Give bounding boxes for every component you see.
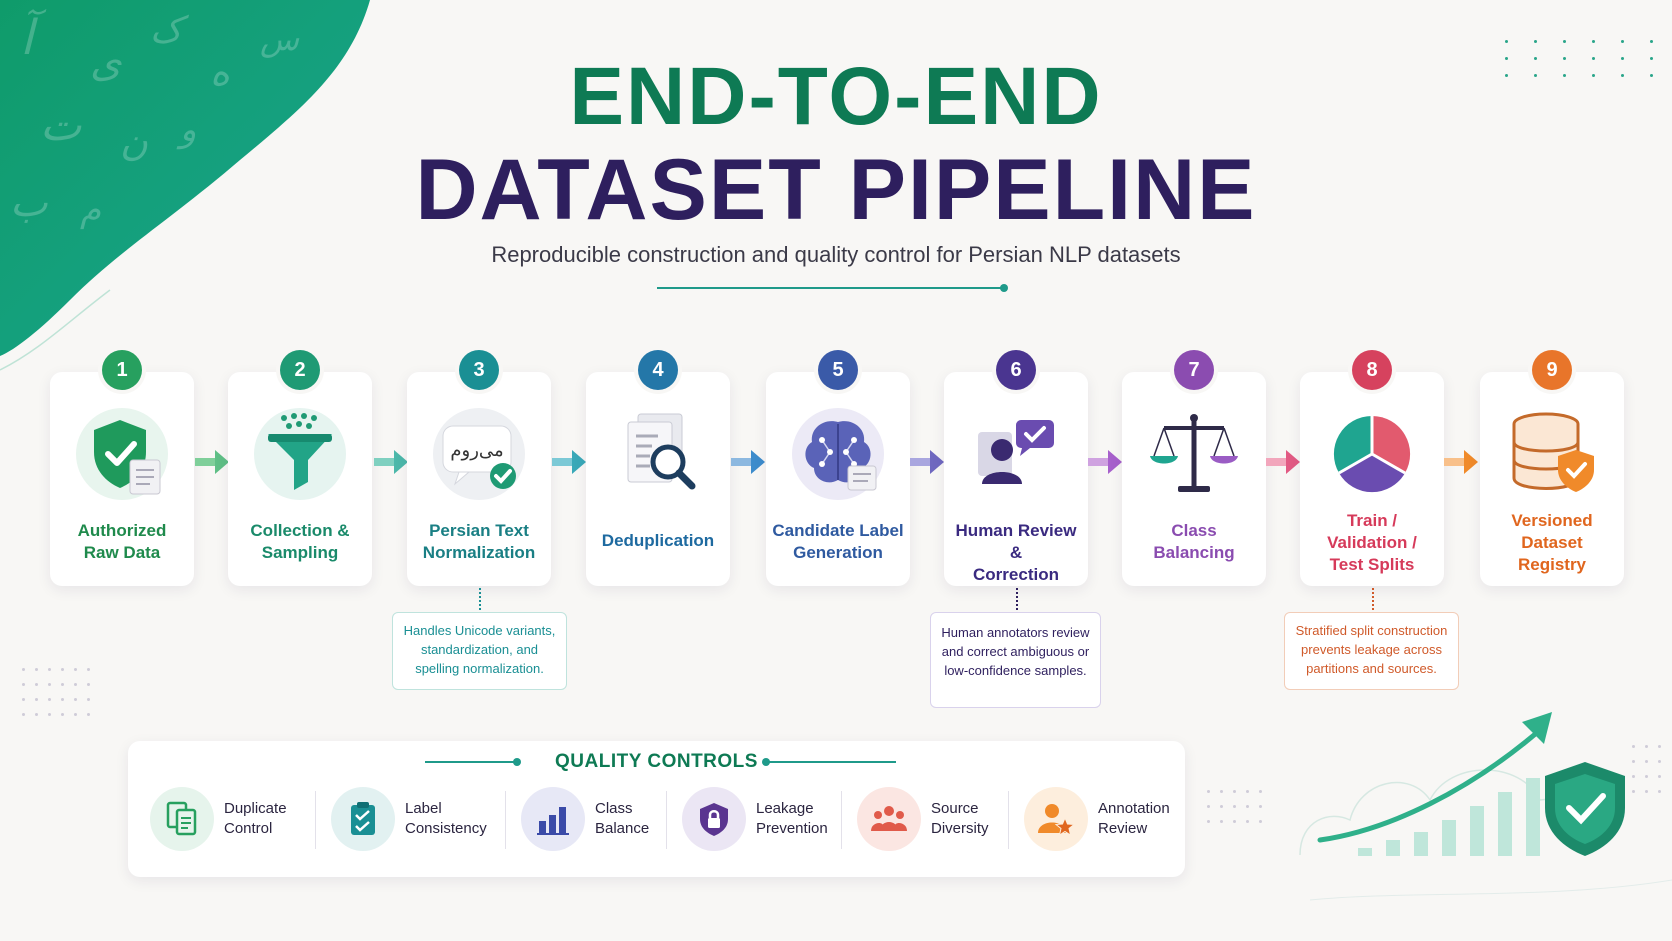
qc-label: Class Balance	[595, 800, 650, 837]
qc-label: Leakage Prevention	[756, 800, 828, 837]
title-line-1: END-TO-END	[569, 51, 1103, 142]
balance-scale-icon	[1150, 414, 1238, 492]
arrow-right-icon	[374, 450, 408, 474]
qc-rule-left	[425, 758, 521, 766]
step-card-8: 8 Train / Validation / Test Splits	[1300, 350, 1444, 586]
corner-decoration	[0, 0, 370, 371]
step-label: Train / Validation / Test Splits	[1327, 511, 1417, 574]
qc-rule-right	[762, 758, 896, 766]
arrow-right-icon	[195, 450, 229, 474]
step-number-badge: 4	[638, 350, 678, 390]
step-number-badge: 9	[1532, 350, 1572, 390]
step-card-1: 1 Authorized Raw Data	[50, 350, 194, 586]
bar-chart-icon	[521, 787, 585, 851]
step-card-3: 3 می‌روم Persian Text Normalization	[407, 350, 551, 586]
svg-text:می‌روم: می‌روم	[450, 440, 503, 461]
step-label: Class Balancing	[1153, 521, 1235, 562]
quality-controls-title: QUALITY CONTROLS	[555, 751, 758, 772]
step-label: Persian Text Normalization	[422, 521, 536, 562]
step-number-badge: 2	[280, 350, 320, 390]
dot-grid-top-right	[1505, 40, 1653, 77]
pie-chart-icon	[1332, 414, 1412, 494]
arrow-right-icon	[910, 450, 944, 474]
step-number-badge: 5	[818, 350, 858, 390]
document-magnifier-icon	[627, 413, 696, 490]
person-star-icon	[1024, 787, 1088, 851]
step-card-2: 2 Collection & Sampling	[228, 350, 372, 586]
title-line-2: DATASET PIPELINE	[415, 142, 1257, 238]
qc-label: Duplicate Control	[224, 800, 287, 837]
step-label: Versioned Dataset Registry	[1511, 511, 1593, 574]
subtitle: Reproducible construction and quality co…	[491, 242, 1181, 267]
note-connector	[479, 588, 481, 610]
step-card-9: 9 Versioned Dataset Registry	[1480, 350, 1624, 586]
growth-shield-decoration	[1299, 712, 1672, 901]
note-connector	[1372, 588, 1374, 610]
shield-lock-icon	[682, 787, 746, 851]
step-label: Deduplication	[601, 531, 715, 550]
step-card-5: 5 Candidate Label Generation	[766, 350, 910, 586]
copy-documents-icon	[150, 787, 214, 851]
step-card-7: 7 Class Balancing	[1122, 350, 1266, 586]
dot-grid-right	[1632, 745, 1661, 793]
corner-calligraphy: آ ی ک ه ت ن و ب م س	[10, 10, 300, 230]
step-label: Candidate Label Generation	[772, 521, 904, 562]
title-divider	[657, 284, 1008, 292]
person-chat-check-icon	[978, 420, 1054, 484]
note-normalization: Handles Unicode variants, standardizatio…	[392, 612, 567, 690]
database-shield-icon	[1512, 412, 1594, 492]
arrow-right-icon	[1088, 450, 1122, 474]
funnel-icon	[254, 408, 346, 500]
arrow-right-icon	[1444, 450, 1478, 474]
clipboard-check-icon	[331, 787, 395, 851]
step-number-badge: 8	[1352, 350, 1392, 390]
step-number-badge: 3	[459, 350, 499, 390]
qc-separator	[1008, 791, 1009, 849]
shield-check-document-icon	[76, 408, 168, 500]
step-number-badge: 7	[1174, 350, 1214, 390]
step-card-4: 4 Deduplication	[586, 350, 730, 586]
note-human-review: Human annotators review and correct ambi…	[930, 612, 1101, 708]
group-icon	[857, 787, 921, 851]
step-label: Human Review & Correction	[955, 521, 1077, 584]
arrow-right-icon	[552, 450, 586, 474]
qc-label: Annotation Review	[1098, 800, 1170, 837]
qc-separator	[666, 791, 667, 849]
persian-text-bubble-icon: می‌روم	[433, 408, 525, 500]
step-card-6: 6 Human Review & Correction	[944, 350, 1088, 586]
dot-grid-bottom-middle	[1207, 790, 1262, 823]
step-label: Collection & Sampling	[250, 521, 350, 562]
arrow-right-icon	[1266, 450, 1300, 474]
quality-controls-panel: QUALITY CONTROLS Duplicate Control Label…	[128, 741, 1185, 877]
qc-separator	[315, 791, 316, 849]
step-number-badge: 6	[996, 350, 1036, 390]
arrow-right-icon	[731, 450, 765, 474]
note-connector	[1016, 588, 1018, 610]
qc-separator	[505, 791, 506, 849]
step-label: Authorized Raw Data	[77, 521, 167, 562]
dot-grid-left	[22, 668, 90, 716]
qc-label: Source Diversity	[931, 800, 989, 837]
qc-label: Label Consistency	[405, 800, 487, 837]
step-number-badge: 1	[102, 350, 142, 390]
brain-network-icon	[792, 408, 884, 500]
qc-separator	[841, 791, 842, 849]
note-splits: Stratified split construction prevents l…	[1284, 612, 1459, 690]
